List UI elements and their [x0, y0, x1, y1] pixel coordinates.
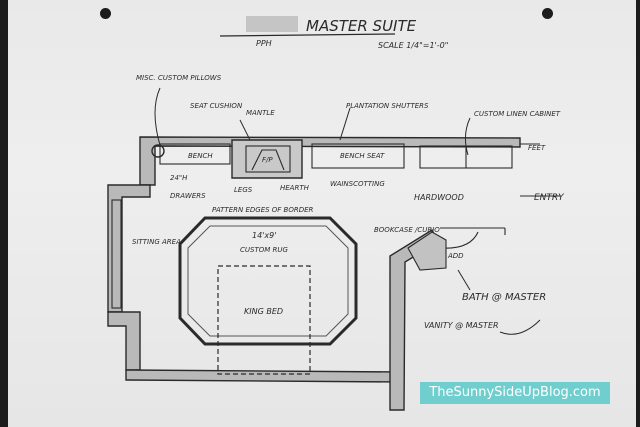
label-fp: F/P [262, 156, 273, 164]
diagram-title: MASTER SUITE [306, 17, 417, 35]
label-hardwood: HARDWOOD [414, 193, 464, 202]
label-bath-at-master: BATH @ MASTER [462, 292, 546, 303]
label-bookcase-curio: BOOKCASE /CURIO [374, 226, 440, 234]
label-seat-cushion: SEAT CUSHION [190, 102, 243, 110]
label-vanity-at-master: VANITY @ MASTER [424, 321, 499, 330]
binder-hole [100, 8, 111, 19]
label-feet: FEET [528, 144, 546, 152]
label-entry: ENTRY [534, 193, 565, 203]
label-custom-rug: CUSTOM RUG [240, 246, 288, 254]
label-pattern-edges: PATTERN EDGES OF BORDER [212, 206, 314, 214]
title-underline [219, 33, 396, 37]
blurred-name [246, 16, 298, 32]
label-24-height: 24"H [170, 174, 188, 182]
label-misc-custom-pillows: MISC. CUSTOM PILLOWS [136, 74, 222, 82]
label-drawers: DRAWERS [170, 192, 206, 200]
watermark-banner: TheSunnySideUpBlog.com [420, 382, 610, 404]
binder-hole [542, 8, 553, 19]
label-legs: LEGS [234, 186, 253, 194]
label-bench: BENCH [188, 152, 213, 160]
label-plantation-shutters: PLANTATION SHUTTERS [346, 102, 429, 110]
label-add: ADD [447, 252, 464, 260]
curio-box [407, 231, 447, 271]
entry-door [439, 227, 506, 249]
leader-arrows [154, 87, 560, 335]
pillow-circle [151, 144, 165, 158]
label-king-bed: KING BED [244, 307, 283, 316]
label-sitting-area: SITTING AREA [132, 238, 181, 246]
label-rug-size: 14'x9' [252, 231, 276, 240]
label-wainscotting: WAINSCOTTING [330, 180, 385, 188]
walls [107, 136, 521, 411]
label-custom-linen-cabinet: CUSTOM LINEN CABINET [474, 110, 561, 118]
custom-rug-inner [187, 225, 349, 337]
custom-rug-outline [178, 216, 358, 346]
label-hearth: HEARTH [280, 184, 310, 192]
label-bench-seat: BENCH SEAT [340, 152, 385, 160]
label-mantle: MANTLE [246, 109, 275, 117]
king-bed [217, 265, 311, 375]
diagram-scale: SCALE 1/4"=1'-0" [378, 41, 448, 50]
diagram-subtitle: PPH [256, 39, 272, 48]
